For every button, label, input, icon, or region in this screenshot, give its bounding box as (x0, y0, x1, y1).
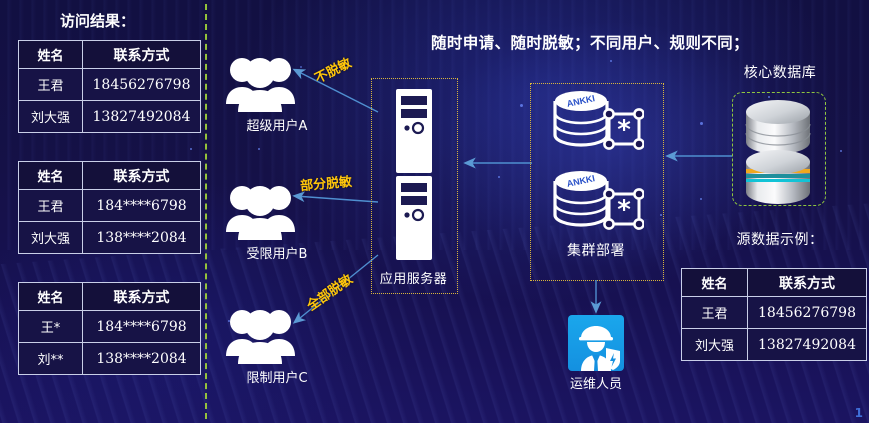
app-server-node (371, 78, 456, 175)
cluster-node: ANKKI * (530, 88, 662, 156)
server-tower-icon (371, 174, 456, 262)
col-header-phone: 联系方式 (82, 161, 201, 190)
source-data-title: 源数据示例： (736, 232, 824, 248)
cell-phone: 13827492084 (747, 328, 867, 361)
cell-phone: 13827492084 (82, 100, 201, 133)
page-number: 1 (854, 406, 863, 420)
ops-caption: 运维人员 (569, 377, 622, 392)
speckle-dot (498, 176, 500, 178)
user-label: 超级用户A (246, 119, 308, 134)
app-server-boundary (371, 78, 458, 294)
table-header-row: 姓名 联系方式 (681, 268, 867, 297)
result-table-restricted: 姓名 联系方式 王* 184****6798 刘** 138****2084 (18, 282, 201, 375)
table-header-row: 姓名 联系方式 (18, 40, 201, 69)
cell-phone: 18456276798 (82, 68, 201, 101)
cell-phone-masked: 138****2084 (82, 342, 201, 375)
result-table-limited: 姓名 联系方式 王君 184****6798 刘大强 138****2084 (18, 161, 201, 254)
table-header-row: 姓名 联系方式 (18, 161, 201, 190)
user-node-super-user-a: 超级用户A (222, 48, 332, 134)
users-group-icon (222, 300, 332, 366)
cell-phone-masked: 184****6798 (82, 310, 201, 343)
core-db-title: 核心数据库 (743, 65, 817, 81)
user-label: 受限用户B (246, 247, 308, 262)
user-rule-arrows (292, 68, 379, 324)
cell-name: 王君 (18, 189, 83, 222)
users-group-icon (222, 48, 332, 114)
col-header-phone: 联系方式 (82, 40, 201, 69)
speckle-dot (258, 148, 260, 150)
col-header-name: 姓名 (681, 268, 748, 297)
table-row: 刘大强 138****2084 (18, 221, 201, 254)
source-data-table: 姓名 联系方式 王君 18456276798 刘大强 13827492084 (681, 268, 867, 361)
masked-database-icon: ANKKI * (530, 168, 662, 236)
server-tower-icon (371, 87, 456, 175)
cell-name-masked: 刘** (18, 342, 83, 375)
cluster-boundary (530, 83, 664, 281)
cell-name: 刘大强 (681, 328, 748, 361)
svg-text:*: * (617, 195, 631, 225)
speckle-dot (700, 198, 702, 200)
cell-phone-masked: 184****6798 (82, 189, 201, 222)
main-title: 随时申请、随时脱敏；不同用户、规则不同； (430, 34, 749, 52)
cluster-node: ANKKI * (530, 168, 662, 236)
col-header-phone: 联系方式 (82, 282, 201, 311)
core-db-node (732, 92, 824, 204)
table-header-row: 姓名 联系方式 (18, 282, 201, 311)
cell-name: 刘大强 (18, 100, 83, 133)
user-node-restricted-user-c: 限制用户C (222, 300, 332, 386)
speckle-dot (190, 148, 192, 150)
coredb-to-cluster-arrow (665, 150, 732, 162)
access-result-title: 访问结果： (59, 12, 135, 30)
speckle-dot (520, 104, 523, 107)
table-row: 王君 184****6798 (18, 189, 201, 222)
section-divider (205, 4, 207, 419)
cluster-to-ops-arrow (590, 280, 602, 314)
table-row: 刘** 138****2084 (18, 342, 201, 375)
cell-name: 王君 (681, 296, 748, 329)
col-header-name: 姓名 (18, 40, 83, 69)
cell-phone: 18456276798 (747, 296, 867, 329)
speckle-dot (700, 122, 703, 125)
speckle-dot (610, 60, 612, 62)
speckle-dot (840, 150, 842, 152)
user-node-limited-user-b: 受限用户B (222, 176, 332, 262)
col-header-name: 姓名 (18, 282, 83, 311)
col-header-name: 姓名 (18, 161, 83, 190)
masked-database-icon: ANKKI * (530, 88, 662, 156)
table-row: 王君 18456276798 (681, 296, 867, 329)
users-group-icon (222, 176, 332, 242)
cell-name: 刘大强 (18, 221, 83, 254)
ops-node: 运维人员 (560, 315, 632, 392)
cluster-caption: 集群部署 (567, 243, 625, 259)
engineer-shield-icon (568, 315, 624, 371)
core-db-boundary (732, 92, 826, 206)
svg-text:*: * (617, 115, 631, 145)
table-row: 王* 184****6798 (18, 310, 201, 343)
col-header-phone: 联系方式 (747, 268, 867, 297)
table-row: 王君 18456276798 (18, 68, 201, 101)
app-server-node (371, 174, 456, 262)
table-row: 刘大强 13827492084 (681, 328, 867, 361)
user-label: 限制用户C (246, 371, 308, 386)
cell-name: 王君 (18, 68, 83, 101)
cell-phone-masked: 138****2084 (82, 221, 201, 254)
cluster-to-appserver-arrow (463, 157, 532, 169)
table-row: 刘大强 13827492084 (18, 100, 201, 133)
result-table-super: 姓名 联系方式 王君 18456276798 刘大强 13827492084 (18, 40, 201, 133)
app-server-caption: 应用服务器 (379, 272, 448, 287)
cell-name-masked: 王* (18, 310, 83, 343)
